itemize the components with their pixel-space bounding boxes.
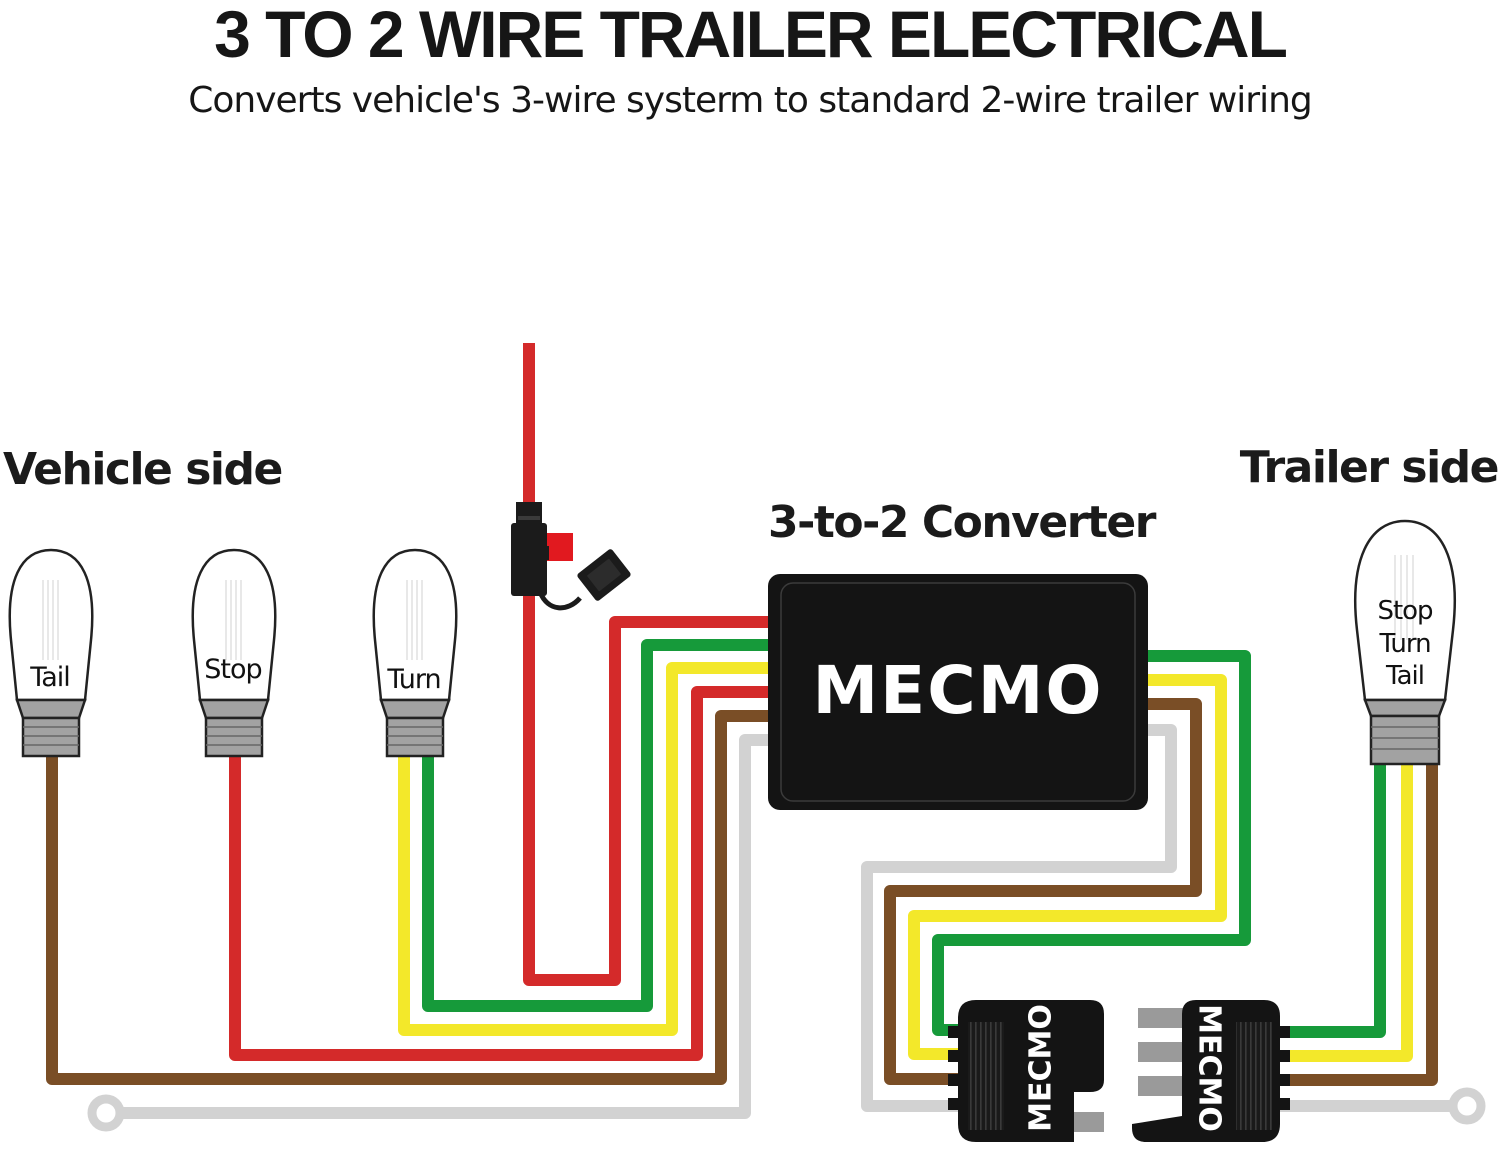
turn-wire-green [422, 639, 768, 1012]
turn-wire-yellow [398, 662, 768, 1036]
trailer-plug-connector [1132, 1000, 1290, 1142]
converter-output-white [861, 724, 1177, 1112]
ground-ring-trailer [1448, 1087, 1486, 1125]
trailer-plug-brand: MECMO [1192, 1004, 1227, 1132]
bulb-turn [372, 548, 458, 758]
tail-wire-brown [46, 710, 768, 1085]
fuse-holder [511, 502, 631, 611]
trailer-bulb-label-tail: Tail [1385, 661, 1424, 691]
bulb-turn-label: Turn [386, 664, 440, 695]
diagram-subtitle: Converts vehicle's 3-wire systerm to sta… [188, 80, 1313, 121]
trailer-wire-green [1278, 765, 1386, 1038]
trailer-wire-yellow [1278, 765, 1413, 1062]
converter-brand: MECMO [813, 652, 1104, 729]
trailer-wire-brown [1278, 765, 1438, 1086]
trailer-bulb-label-stop: Stop [1377, 596, 1433, 626]
bulb-stop-label: Stop [204, 654, 261, 685]
stop-wire-red [229, 686, 768, 1061]
converter-output-brown [884, 698, 1202, 1085]
bulb-stop [191, 548, 277, 758]
ground-wire-white-vehicle [118, 734, 768, 1119]
vehicle-plug-brand: MECMO [1024, 1004, 1059, 1132]
diagram-title: 3 TO 2 WIRE TRAILER ELECTRICAL [214, 0, 1288, 71]
trailer-bulb [1354, 519, 1456, 766]
bulb-tail [8, 548, 94, 758]
vehicle-side-label: Vehicle side [3, 444, 283, 495]
vehicle-plug-connector [948, 1000, 1104, 1142]
power-wire-red [523, 343, 768, 986]
trailer-bulb-label-turn: Turn [1378, 629, 1430, 659]
ground-ring-vehicle [87, 1094, 125, 1132]
converter-output-yellow [908, 674, 1227, 1060]
converter-output-green [932, 650, 1251, 1036]
converter-label: 3-to-2 Converter [768, 497, 1156, 548]
converter-box [768, 574, 1148, 810]
trailer-side-label: Trailer side [1239, 442, 1500, 493]
bulb-tail-label: Tail [29, 662, 70, 693]
